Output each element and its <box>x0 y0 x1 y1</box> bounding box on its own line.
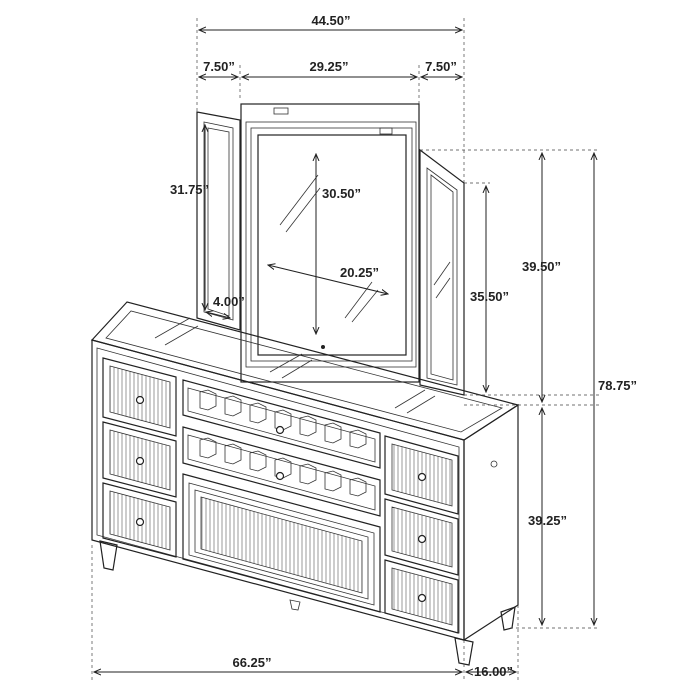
center-drawer-1 <box>182 379 381 469</box>
dresser-side <box>463 403 519 642</box>
label-mirror-total-width: 44.50” <box>311 13 350 28</box>
label-side-panel-outer-height: 35.50” <box>470 289 509 304</box>
label-center-mirror-width: 29.25” <box>309 59 348 74</box>
leg-back-right <box>500 606 516 631</box>
label-side-panel-left-width: 7.50” <box>203 59 235 74</box>
label-dresser-height: 39.25” <box>528 513 567 528</box>
dresser <box>90 301 520 666</box>
right-drawer-1 <box>384 435 459 515</box>
label-center-mirror-inner-width: 20.25” <box>340 265 379 280</box>
dimension-lines-mirror <box>205 125 388 334</box>
dimension-lines-right <box>420 149 600 629</box>
label-mirror-height: 39.50” <box>522 259 561 274</box>
center-mirror-glass <box>257 134 407 356</box>
center-drawer-column <box>182 379 381 613</box>
center-drawer-3 <box>182 473 381 613</box>
dimension-lines-bottom <box>91 545 519 680</box>
left-drawer-3 <box>102 482 177 558</box>
label-side-panel-depth: 4.00” <box>213 294 245 309</box>
center-drawer-2 <box>182 426 381 517</box>
center-mirror-frame <box>240 103 420 383</box>
right-drawer-column <box>384 435 459 634</box>
left-side-panel <box>196 111 241 331</box>
label-dresser-width: 66.25” <box>232 655 271 670</box>
mirror-assembly <box>196 103 465 396</box>
right-drawer-3 <box>384 559 459 634</box>
dimension-labels: 44.50” 7.50” 29.25” 7.50” 31.75” 4.00” 3… <box>170 13 637 679</box>
label-dresser-depth: 16.00” <box>474 664 513 679</box>
label-side-panel-right-width: 7.50” <box>425 59 457 74</box>
label-side-panel-height: 31.75” <box>170 182 209 197</box>
left-drawer-1 <box>102 357 177 437</box>
label-total-height: 78.75” <box>598 378 637 393</box>
leg-front-left <box>99 540 118 571</box>
left-drawer-2 <box>102 421 177 498</box>
label-center-mirror-inner-height: 30.50” <box>322 186 361 201</box>
right-drawer-2 <box>384 498 459 576</box>
left-drawer-column <box>102 357 177 558</box>
leg-front-right <box>454 637 474 666</box>
